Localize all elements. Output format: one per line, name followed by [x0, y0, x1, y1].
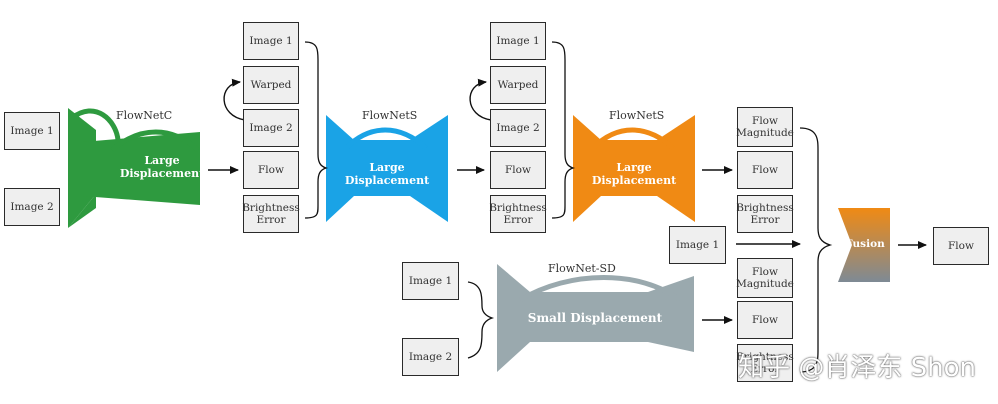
col2-image2-box: Image 2: [243, 109, 299, 147]
brace-sd-inputs: [467, 281, 495, 359]
brace-col3: [551, 41, 576, 219]
fusion-shape: [838, 208, 890, 282]
col4-flow-magnitude-box: Flow Magnitude: [736, 107, 794, 147]
col5-flow-magnitude-box: Flow Magnitude: [736, 258, 794, 298]
flownetc-text-label: Large Displacement: [119, 154, 205, 181]
flownets-2-shape: [573, 115, 695, 222]
col4-flow-box: Flow: [737, 151, 793, 189]
flownets-1-title: FlowNetS: [362, 109, 418, 122]
flownets-2-text: Large Displacement: [591, 161, 677, 188]
col3-flow-box: Flow: [490, 151, 546, 189]
flownetc-title: FlowNetC: [116, 109, 173, 122]
col5-flow-box: Flow: [737, 301, 793, 339]
brace-col2: [304, 41, 329, 219]
flownet-sd-title: FlowNet-SD: [548, 262, 616, 275]
col2-brightness-box: Brightness Error: [242, 195, 300, 233]
col2-flow-box: Flow: [243, 151, 299, 189]
flownets-1-shape: [326, 115, 448, 222]
flownets-1-text: Large Displacement: [344, 161, 430, 188]
warp-loop-arrow-2: [469, 78, 492, 121]
sd-input-image1-box: Image 1: [402, 262, 459, 300]
input-image2-box: Image 2: [4, 188, 60, 226]
input-image1-box: Image 1: [4, 112, 60, 150]
flownetc-text: Large Displacement: [116, 154, 208, 180]
col2-image1-box: Image 1: [243, 22, 299, 60]
col3-image1-box: Image 1: [490, 22, 546, 60]
col2-warped-box: Warped: [243, 66, 299, 104]
col5-brightness-box: Brightness Error: [736, 344, 794, 382]
flownet-sd-shape: [497, 264, 694, 372]
sd-input-image2-box: Image 2: [402, 338, 459, 376]
flownets-2-title: FlowNetS: [609, 109, 665, 122]
flownet-sd-text: Small Displacement: [527, 311, 663, 325]
flownetc-shape: [68, 108, 200, 228]
warp-loop-arrow-1: [223, 78, 246, 121]
watermark-text: 知乎 @肖泽东 Shon: [738, 353, 976, 383]
brace-fusion: [799, 127, 833, 373]
col3-brightness-box: Brightness Error: [489, 195, 547, 233]
col3-image2-box: Image 2: [490, 109, 546, 147]
output-flow-box: Flow: [933, 227, 989, 265]
fusion-text: Fusion: [845, 238, 885, 250]
col3-warped-box: Warped: [490, 66, 546, 104]
col4-brightness-box: Brightness Error: [736, 195, 794, 233]
col4-image1-box: Image 1: [669, 226, 726, 264]
